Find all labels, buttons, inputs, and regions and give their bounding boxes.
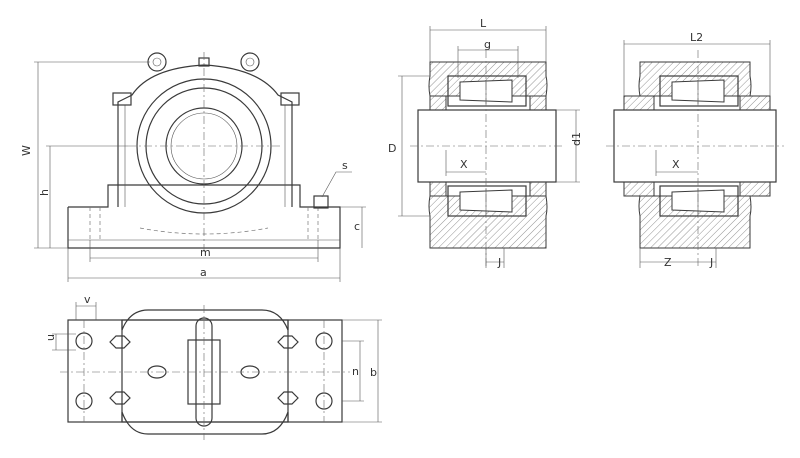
sec2-seal-br [739, 181, 771, 197]
top-hole-br [315, 392, 333, 410]
label-J: J [497, 256, 501, 269]
section-view-1: L g D d1 X J [388, 17, 583, 269]
sec1-bearing-top [447, 75, 527, 107]
section-view-2: L2 X Z J [606, 31, 784, 269]
front-hidden-bolt-holes [89, 207, 319, 240]
front-housing-outline [117, 64, 293, 207]
label-D: D [388, 142, 396, 155]
front-view: W h m a s c [20, 52, 366, 282]
label-v: v [84, 293, 91, 306]
label-h: h [38, 189, 51, 196]
sec1-housing-bottom [428, 195, 548, 249]
top-housing-body [121, 319, 289, 423]
label-d1: d1 [570, 132, 583, 146]
label-c: c [354, 220, 360, 233]
sec1-seal-br [529, 181, 547, 197]
front-eyebolt-left-hole [152, 57, 162, 67]
label-m: m [200, 246, 211, 259]
top-base-outline [67, 319, 343, 423]
top-housing-lower [121, 411, 289, 435]
sec2-seal-tl [623, 95, 655, 111]
sec2-bearing-bottom [659, 185, 739, 217]
label-n: n [352, 365, 359, 378]
front-housing-inner [124, 105, 286, 207]
front-eyebolt-right-hole [245, 57, 255, 67]
dim-s-leader [321, 171, 352, 198]
front-cap-bolt-left [112, 92, 132, 106]
front-base-outline [67, 184, 341, 249]
label-W: W [20, 145, 33, 156]
front-cap-bolt-right [280, 92, 300, 106]
label-g: g [484, 38, 491, 51]
label-L: L [480, 17, 487, 30]
sec1-seal-tl [429, 95, 447, 111]
top-capbolt-tl [109, 335, 131, 349]
label-L2: L2 [690, 31, 703, 44]
label-s: s [342, 159, 348, 172]
label-u: u [44, 334, 57, 341]
label-Z: Z [664, 256, 672, 269]
top-view: v u n b [44, 293, 382, 440]
front-base-bolt [313, 195, 329, 209]
top-capbolt-bl [109, 391, 131, 405]
top-housing-upper [121, 309, 289, 331]
label-X: X [460, 158, 468, 171]
front-eyebolt-left [147, 52, 167, 72]
top-hole-bl [75, 392, 93, 410]
sec2-bearing-top [659, 75, 739, 107]
sec1-seal-tr [529, 95, 547, 111]
top-capbolt-tr [277, 335, 299, 349]
label-b: b [370, 366, 377, 379]
sec1-seal-bl [429, 181, 447, 197]
label-X2: X [672, 158, 680, 171]
front-eyebolt-right [240, 52, 260, 72]
label-a: a [200, 266, 207, 279]
sec2-seal-tr [739, 95, 771, 111]
sec1-bearing-bottom [447, 185, 527, 217]
sec2-seal-bl [623, 181, 655, 197]
label-J2: J [709, 256, 713, 269]
top-capbolt-br [277, 391, 299, 405]
